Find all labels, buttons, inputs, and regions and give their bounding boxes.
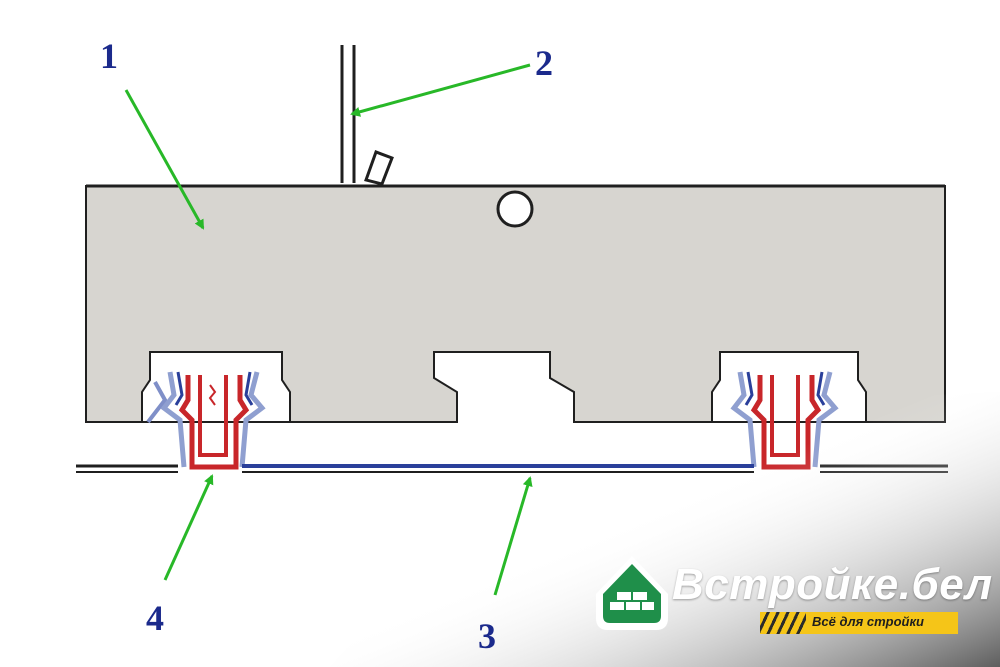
arrow-1 xyxy=(124,89,205,230)
callout-1: 1 xyxy=(100,36,118,76)
wall-hanger xyxy=(340,45,394,186)
hanger-clip xyxy=(364,150,394,186)
callout-4: 4 xyxy=(146,598,164,638)
lock-slot-left xyxy=(141,351,291,470)
brand-tagline-bar: Всё для стройки xyxy=(760,612,958,634)
arrow-3 xyxy=(493,476,533,596)
brand-logo-icon xyxy=(596,556,668,630)
brand-stripes xyxy=(760,612,806,634)
callout-2: 2 xyxy=(535,43,553,83)
arrow-4 xyxy=(163,474,214,581)
callout-3: 3 xyxy=(478,616,496,656)
background-shade xyxy=(330,392,1000,667)
panel-hole xyxy=(496,190,534,228)
arrow-2 xyxy=(350,63,531,117)
brand-tagline: Всё для стройки xyxy=(812,614,924,629)
brand-name: Встройке.бел xyxy=(672,560,993,609)
